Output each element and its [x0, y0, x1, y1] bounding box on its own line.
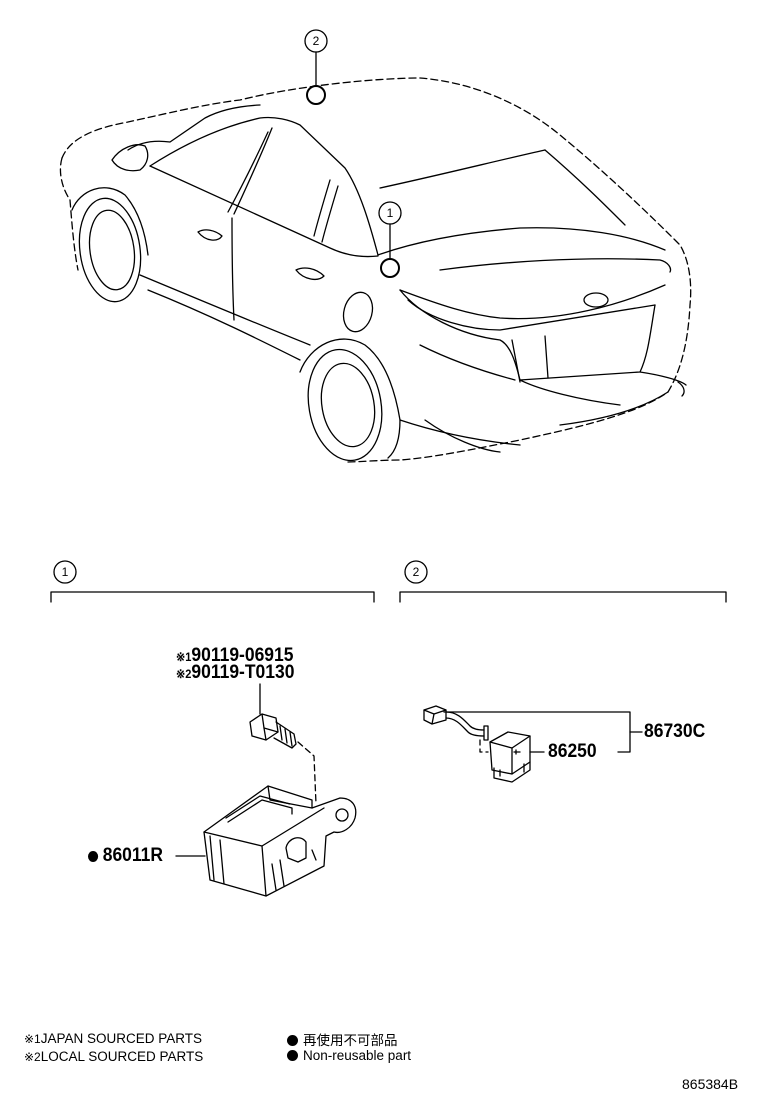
legend-note-2-text: LOCAL SOURCED PARTS	[40, 1049, 204, 1064]
legend-note-1-mark: ※1	[24, 1032, 41, 1046]
legend-note-2: ※2LOCAL SOURCED PARTS	[24, 1049, 203, 1064]
section-2-number: 2	[412, 565, 420, 579]
legend-nonreusable-en: Non-reusable part	[287, 1048, 411, 1063]
legend-nonreusable-en-text: Non-reusable part	[303, 1048, 412, 1063]
bolt-part-1-number: 90119-06915	[191, 645, 294, 666]
legend-dot-icon	[287, 1035, 298, 1046]
bolt-part-1-mark: ※1	[176, 650, 192, 664]
module-part-label: 86011R	[88, 845, 163, 867]
legend-note-1-text: JAPAN SOURCED PARTS	[40, 1031, 203, 1046]
callout-2-number: 2	[312, 34, 320, 48]
callout-1-number: 1	[386, 206, 394, 220]
car-illustration	[59, 77, 692, 463]
bolt-drawing	[249, 713, 297, 749]
antenna-part-number: 86250	[548, 741, 597, 762]
legend-nonreusable-jp: 再使用不可部品	[287, 1029, 398, 1049]
legend-nonreusable-jp-text: 再使用不可部品	[303, 1033, 398, 1048]
bolt-part-number-2: ※290119-T0130	[176, 662, 294, 684]
section-1-number: 1	[61, 565, 69, 579]
connector-drawing	[423, 705, 489, 741]
bolt-part-number-1: ※190119-06915	[176, 645, 293, 667]
antenna-drawing	[489, 731, 531, 783]
nonreusable-dot-icon	[88, 851, 99, 862]
legend-dot-icon	[287, 1050, 298, 1061]
legend-note-2-mark: ※2	[24, 1050, 41, 1064]
bolt-part-2-mark: ※2	[176, 667, 192, 681]
assembly-part-number: 86730C	[644, 721, 706, 742]
diagram-id: 865384B	[682, 1076, 739, 1092]
bolt-part-2-number: 90119-T0130	[191, 662, 295, 683]
module-part-number: 86011R	[102, 845, 163, 866]
legend-note-1: ※1JAPAN SOURCED PARTS	[24, 1031, 202, 1046]
module-drawing	[203, 785, 357, 897]
